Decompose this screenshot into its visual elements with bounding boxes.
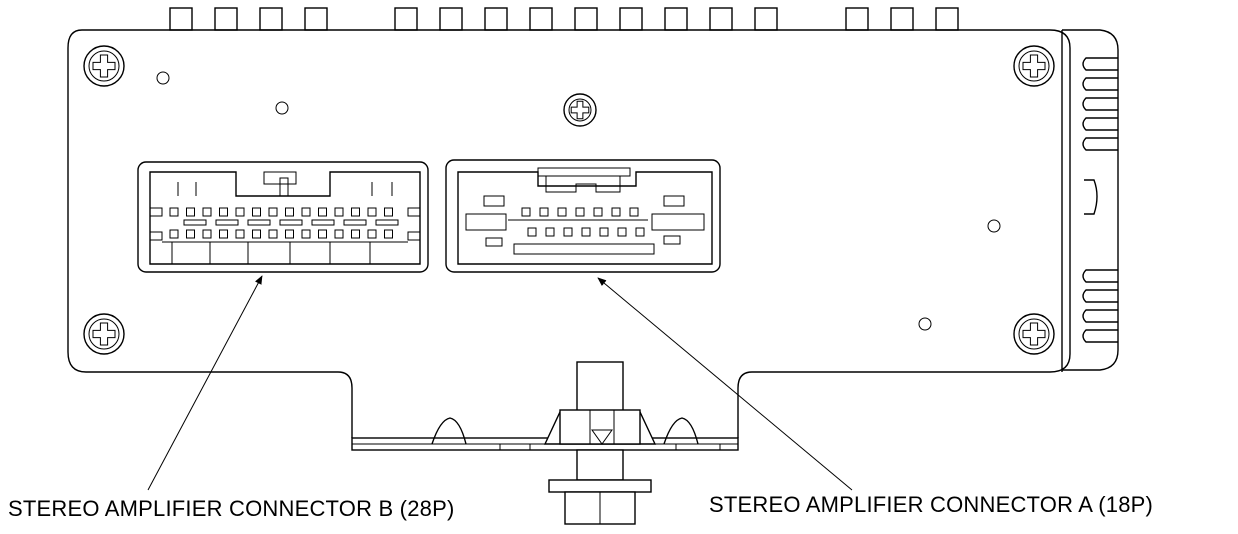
connector-a-label: STEREO AMPLIFIER CONNECTOR A (18P) <box>709 492 1154 517</box>
screw-icon <box>1013 313 1055 355</box>
screw-icon <box>83 313 125 355</box>
screw-icon <box>563 93 597 127</box>
connector-a-18p <box>445 159 721 273</box>
screw-icon <box>1013 45 1055 87</box>
heat-sink <box>1062 29 1119 371</box>
mounting-bracket <box>351 417 739 451</box>
top-terminal-pins <box>169 7 959 31</box>
amplifier-housing <box>67 29 1071 438</box>
screw-icon <box>83 45 125 87</box>
connector-b-28p <box>137 161 429 273</box>
mounting-holes <box>156 71 1001 331</box>
screws <box>83 45 1055 355</box>
connector-b-label: STEREO AMPLIFIER CONNECTOR B (28P) <box>8 496 455 521</box>
leader-lines <box>147 275 853 491</box>
mounting-stud <box>543 361 657 525</box>
arrow-icon <box>597 277 853 491</box>
arrow-icon <box>147 275 263 491</box>
